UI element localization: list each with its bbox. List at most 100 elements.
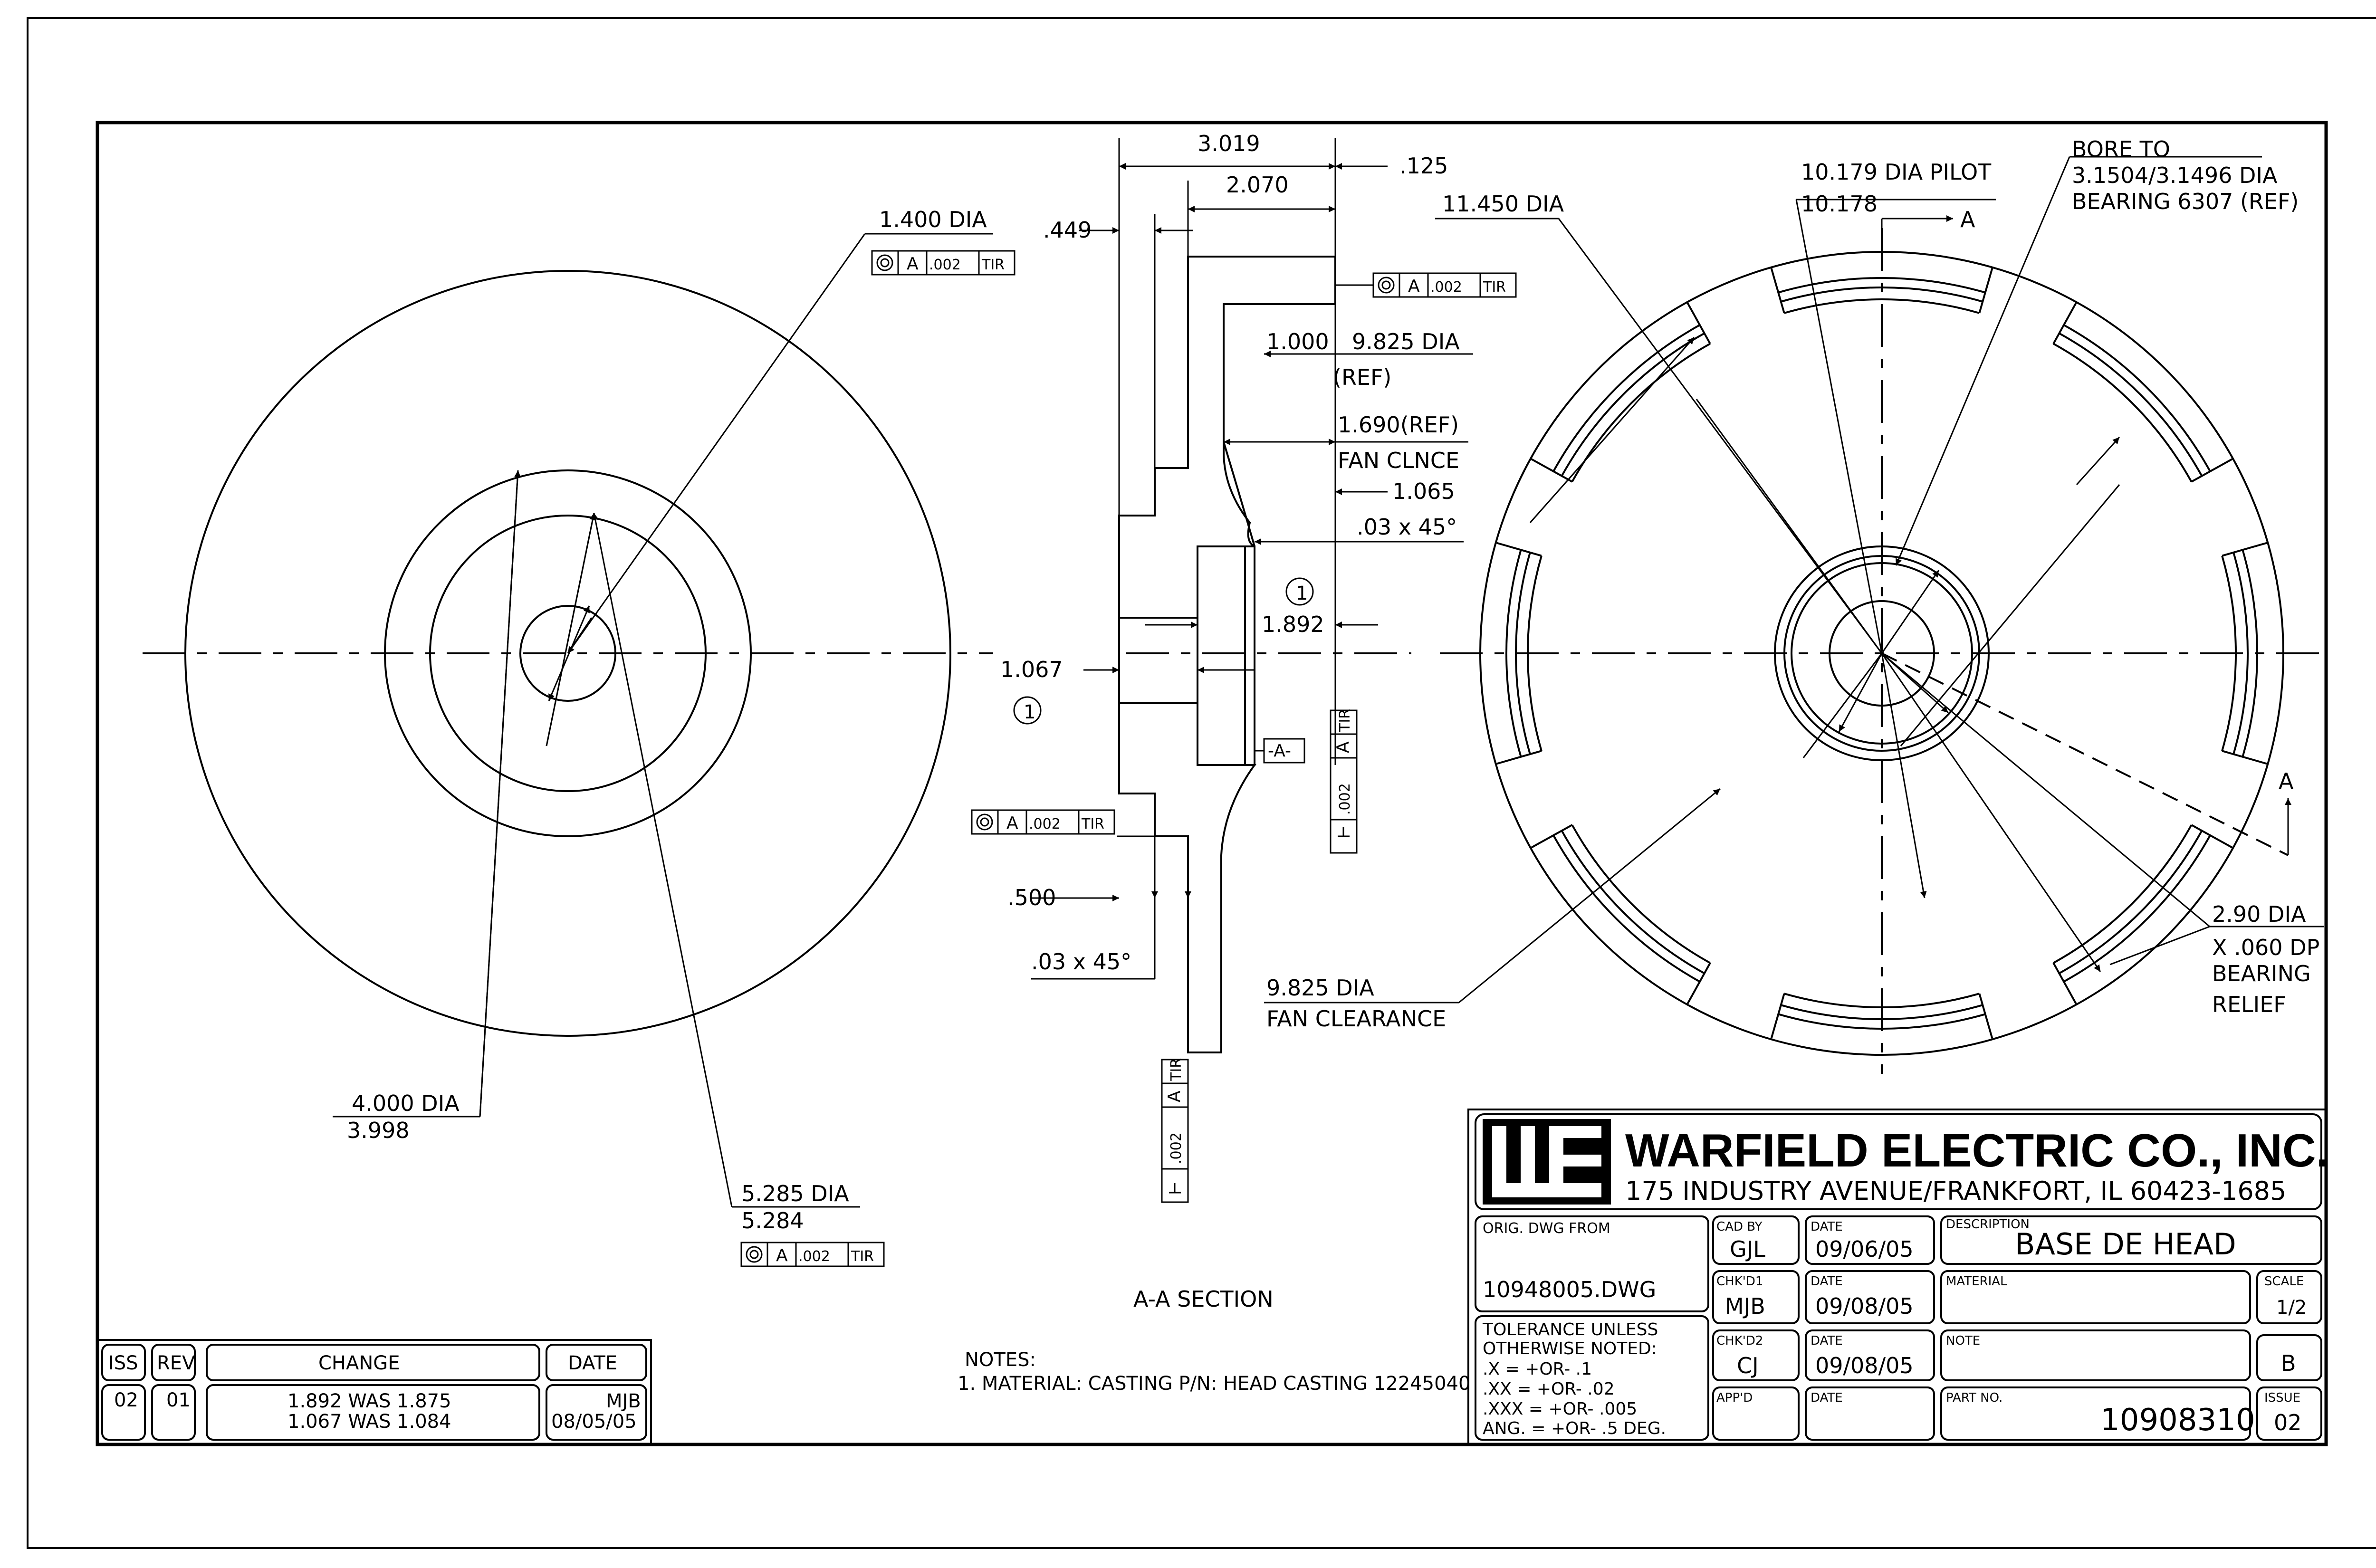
slot-side	[1531, 824, 1573, 849]
rev-row-change-1: 1.892 WAS 1.875	[287, 1390, 451, 1412]
dim-ref: (REF)	[1333, 364, 1391, 390]
fcf-perp-vertical-1: A .002 TIR	[1330, 709, 1358, 854]
note-tag-1-b	[1013, 696, 1042, 725]
svg-text:TIR: TIR	[851, 1248, 874, 1265]
tolerance-line-1: TOLERANCE UNLESS	[1482, 1320, 1658, 1339]
rev-header-change: CHANGE	[318, 1352, 400, 1374]
svg-text:TIR: TIR	[1081, 816, 1104, 832]
note-tag-1-b-text: 1	[1024, 701, 1035, 723]
svg-text:A: A	[1408, 277, 1420, 296]
relief-note-line-4: RELIEF	[2212, 992, 2286, 1017]
tolerance-line-6: ANG. = +OR- .5 DEG.	[1483, 1419, 1666, 1438]
slot-side	[2222, 542, 2267, 557]
dim-5284: 5.284	[741, 1208, 804, 1233]
dim-1000: 1.000	[1266, 329, 1329, 354]
slot-arc	[1515, 552, 1531, 755]
scale-value: 1/2	[2276, 1297, 2307, 1319]
dim-5285-dia: 5.285 DIA	[741, 1181, 849, 1206]
chk1-date-label: DATE	[1811, 1274, 1843, 1289]
dim-125: .125	[1399, 153, 1448, 179]
fcf-perp-vertical-2: A .002 TIR	[1161, 1058, 1189, 1203]
bore-note-line-3: BEARING 6307 (REF)	[2072, 189, 2299, 214]
svg-text:A: A	[1165, 1090, 1184, 1102]
slot-arc	[2063, 324, 2211, 472]
rear-view-slots	[1496, 268, 2267, 1039]
slot-side	[2191, 458, 2233, 483]
slot-side	[1978, 993, 1993, 1039]
tolerance-line-5: .XXX = +OR- .005	[1483, 1399, 1637, 1419]
slot-arc	[1778, 277, 1986, 294]
company-logo	[1483, 1119, 1611, 1205]
dim-10178: 10.178	[1801, 191, 1878, 217]
note-tag-1-a-text: 1	[1296, 583, 1308, 604]
rev-row-iss: 02	[114, 1389, 138, 1411]
outer-border	[27, 17, 2376, 1549]
company-name: WARFIELD ELECTRIC CO., INC.	[1625, 1124, 2329, 1176]
dim-3019: 3.019	[1198, 131, 1260, 156]
svg-text:A: A	[1333, 741, 1353, 753]
chk2-date-label: DATE	[1811, 1334, 1843, 1348]
dim-500: .500	[1007, 885, 1056, 910]
slot-arc	[2232, 552, 2249, 755]
tolerance-line-3: .X = +OR- .1	[1483, 1359, 1592, 1379]
issue-value: 02	[2274, 1410, 2302, 1435]
dim-10179-pilot: 10.179 DIA PILOT	[1801, 159, 1992, 185]
slot-side	[1496, 750, 1542, 765]
dim-1892: 1.892	[1262, 612, 1324, 637]
cad-date-label: DATE	[1811, 1220, 1843, 1234]
front-view-circles	[143, 233, 993, 1208]
slot-side	[2052, 302, 2077, 344]
slot-arc	[2053, 343, 2193, 482]
svg-text:TIR: TIR	[1168, 1058, 1185, 1081]
dim-1400-dia: 1.400 DIA	[879, 207, 987, 232]
chk2-label: CHK'D2	[1716, 1334, 1763, 1348]
slot-arc	[1552, 324, 1700, 472]
orig-dwg-value: 10948005.DWG	[1483, 1277, 1656, 1302]
slot-arc	[2063, 835, 2211, 983]
rear-view-leaders	[1435, 156, 2324, 972]
cad-by-value: GJL	[1730, 1236, 1765, 1262]
note-label: NOTE	[1946, 1334, 1980, 1348]
part-no-label: PART NO.	[1946, 1391, 2002, 1405]
slot-side	[1531, 458, 1573, 483]
section-letter-top: A	[1960, 207, 1975, 232]
slot-side	[1978, 268, 1993, 314]
dim-2070: 2.070	[1226, 172, 1289, 198]
dim-fan-clearance: FAN CLEARANCE	[1266, 1006, 1446, 1032]
description-value: BASE DE HEAD	[2015, 1227, 2236, 1262]
notes-heading: NOTES:	[965, 1349, 1036, 1371]
section-letter-bottom: A	[2279, 768, 2294, 794]
slot-arc	[1781, 1004, 1983, 1020]
svg-text:A: A	[907, 254, 919, 274]
slot-arc	[1527, 555, 1542, 751]
rev-row-rev: 01	[166, 1389, 191, 1411]
rev-row-date: 08/05/05	[551, 1411, 637, 1433]
rev-row-initials: MJB	[606, 1390, 641, 1412]
slot-arc	[1778, 1013, 1986, 1030]
rev-header-date: DATE	[568, 1352, 617, 1374]
cad-date-value: 09/06/05	[1815, 1236, 1914, 1262]
slot-side	[2222, 750, 2267, 765]
relief-note-line-2: X .060 DP	[2212, 935, 2319, 960]
issue-label: ISSUE	[2264, 1391, 2300, 1405]
revision-block	[96, 1339, 652, 1445]
company-address: 175 INDUSTRY AVENUE/FRANKFORT, IL 60423-…	[1625, 1176, 2286, 1206]
dim-9825-fan-dia: 9.825 DIA	[1266, 975, 1374, 1001]
cad-by-label: CAD BY	[1716, 1220, 1763, 1234]
dim-1067: 1.067	[1000, 657, 1063, 682]
chk2-value: CJ	[1737, 1353, 1759, 1378]
slot-side	[1686, 962, 1711, 1004]
datum-a-box: -A-	[1255, 738, 1305, 764]
svg-text:.002: .002	[1168, 1132, 1185, 1164]
slot-side	[1686, 302, 1711, 344]
slot-side	[2191, 824, 2233, 849]
slot-arc	[2242, 549, 2258, 757]
slot-side	[2052, 962, 2077, 1004]
fcf-5285: A .002 TIR	[740, 1242, 885, 1267]
bore-note-line-2: 3.1504/3.1496 DIA	[2072, 163, 2278, 188]
section-view	[1031, 138, 1473, 1053]
slot-side	[1496, 542, 1542, 557]
dim-9825-dia: 9.825 DIA	[1352, 329, 1460, 354]
material-label: MATERIAL	[1946, 1274, 2007, 1289]
dim-fan-clnce: FAN CLNCE	[1338, 448, 1459, 473]
